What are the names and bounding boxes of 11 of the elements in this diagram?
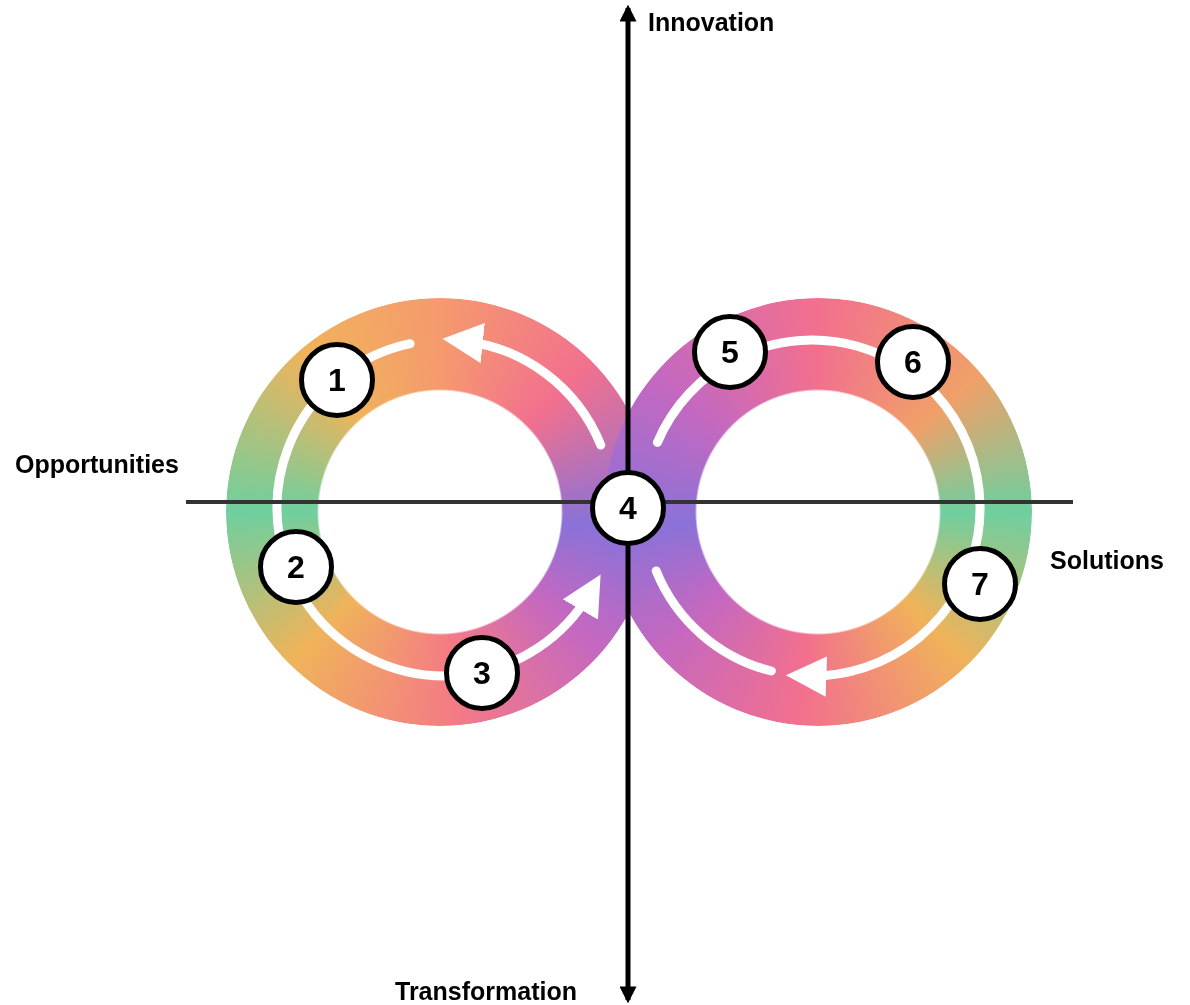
step-number: 7 — [971, 568, 989, 600]
axis-label: Solutions — [1050, 548, 1164, 573]
axis-label: Innovation — [648, 10, 775, 35]
step-number: 3 — [473, 657, 491, 689]
step-number: 5 — [721, 336, 739, 368]
step-number: 4 — [619, 492, 637, 524]
step-number: 1 — [328, 364, 346, 396]
step-number: 2 — [287, 551, 305, 583]
step-number: 6 — [904, 346, 922, 378]
axis-label: Opportunities — [15, 452, 179, 477]
axis-label: Transformation — [395, 979, 577, 1004]
